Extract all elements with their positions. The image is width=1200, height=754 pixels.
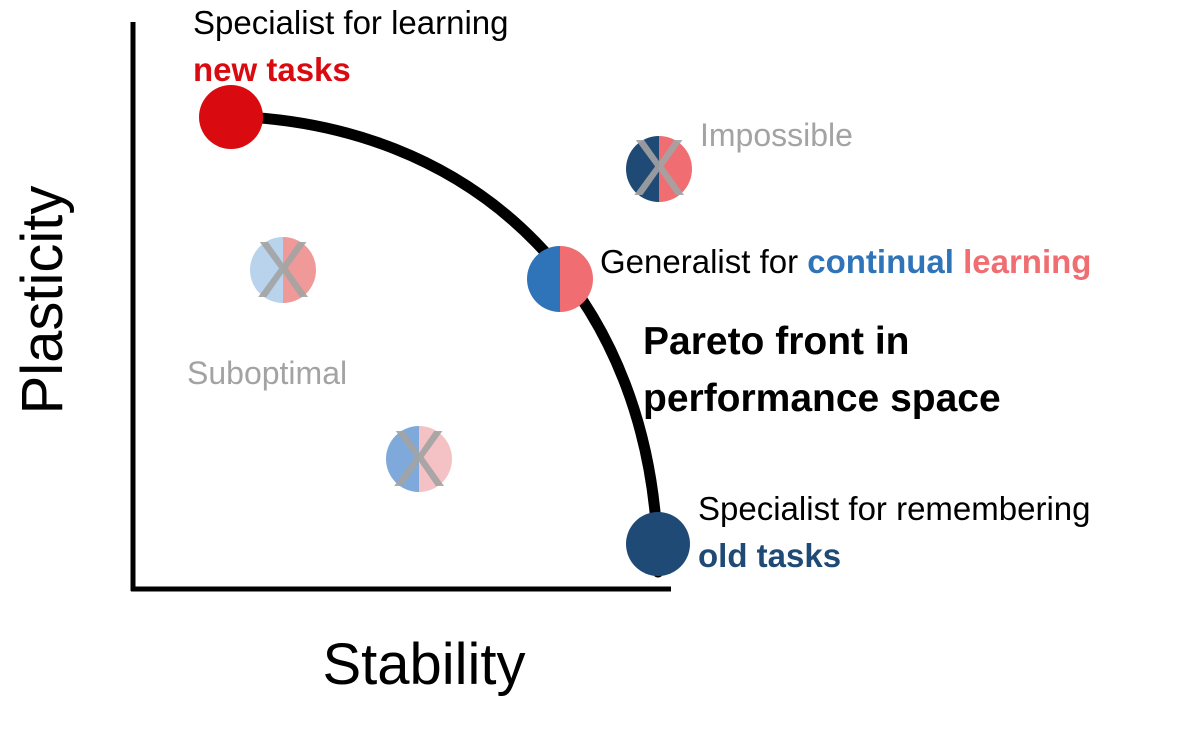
specialist-new-line2: new tasks [193,51,351,88]
generalist-label: Generalist for continual learning [600,243,1091,280]
impossible-cross-mark: X [632,123,685,212]
specialist-old-line1: Specialist for remembering [698,490,1091,527]
suboptimal-label: Suboptimal [187,355,347,391]
old-task-specialist-dot [626,512,690,576]
specialist-new-line1: Specialist for learning [193,4,509,41]
generalist-prefix: Generalist for [600,243,807,280]
pareto-line1: Pareto front in [643,320,910,363]
generalist-learning-word: learning [963,243,1091,280]
generalist-continual-word: continual [807,243,954,280]
specialist-old-line2: old tasks [698,537,841,574]
suboptimal-upper-cross-mark: X [256,225,309,314]
pareto-line2: performance space [643,377,1001,420]
y-axis-label: Plasticity [10,186,75,415]
suboptimal-lower-cross-mark: X [392,414,445,503]
pareto-front-curve [207,110,664,578]
x-axis-label: Stability [322,632,525,697]
new-task-specialist-dot [199,85,263,149]
generalist-space [954,243,963,280]
impossible-label: Impossible [700,117,853,153]
